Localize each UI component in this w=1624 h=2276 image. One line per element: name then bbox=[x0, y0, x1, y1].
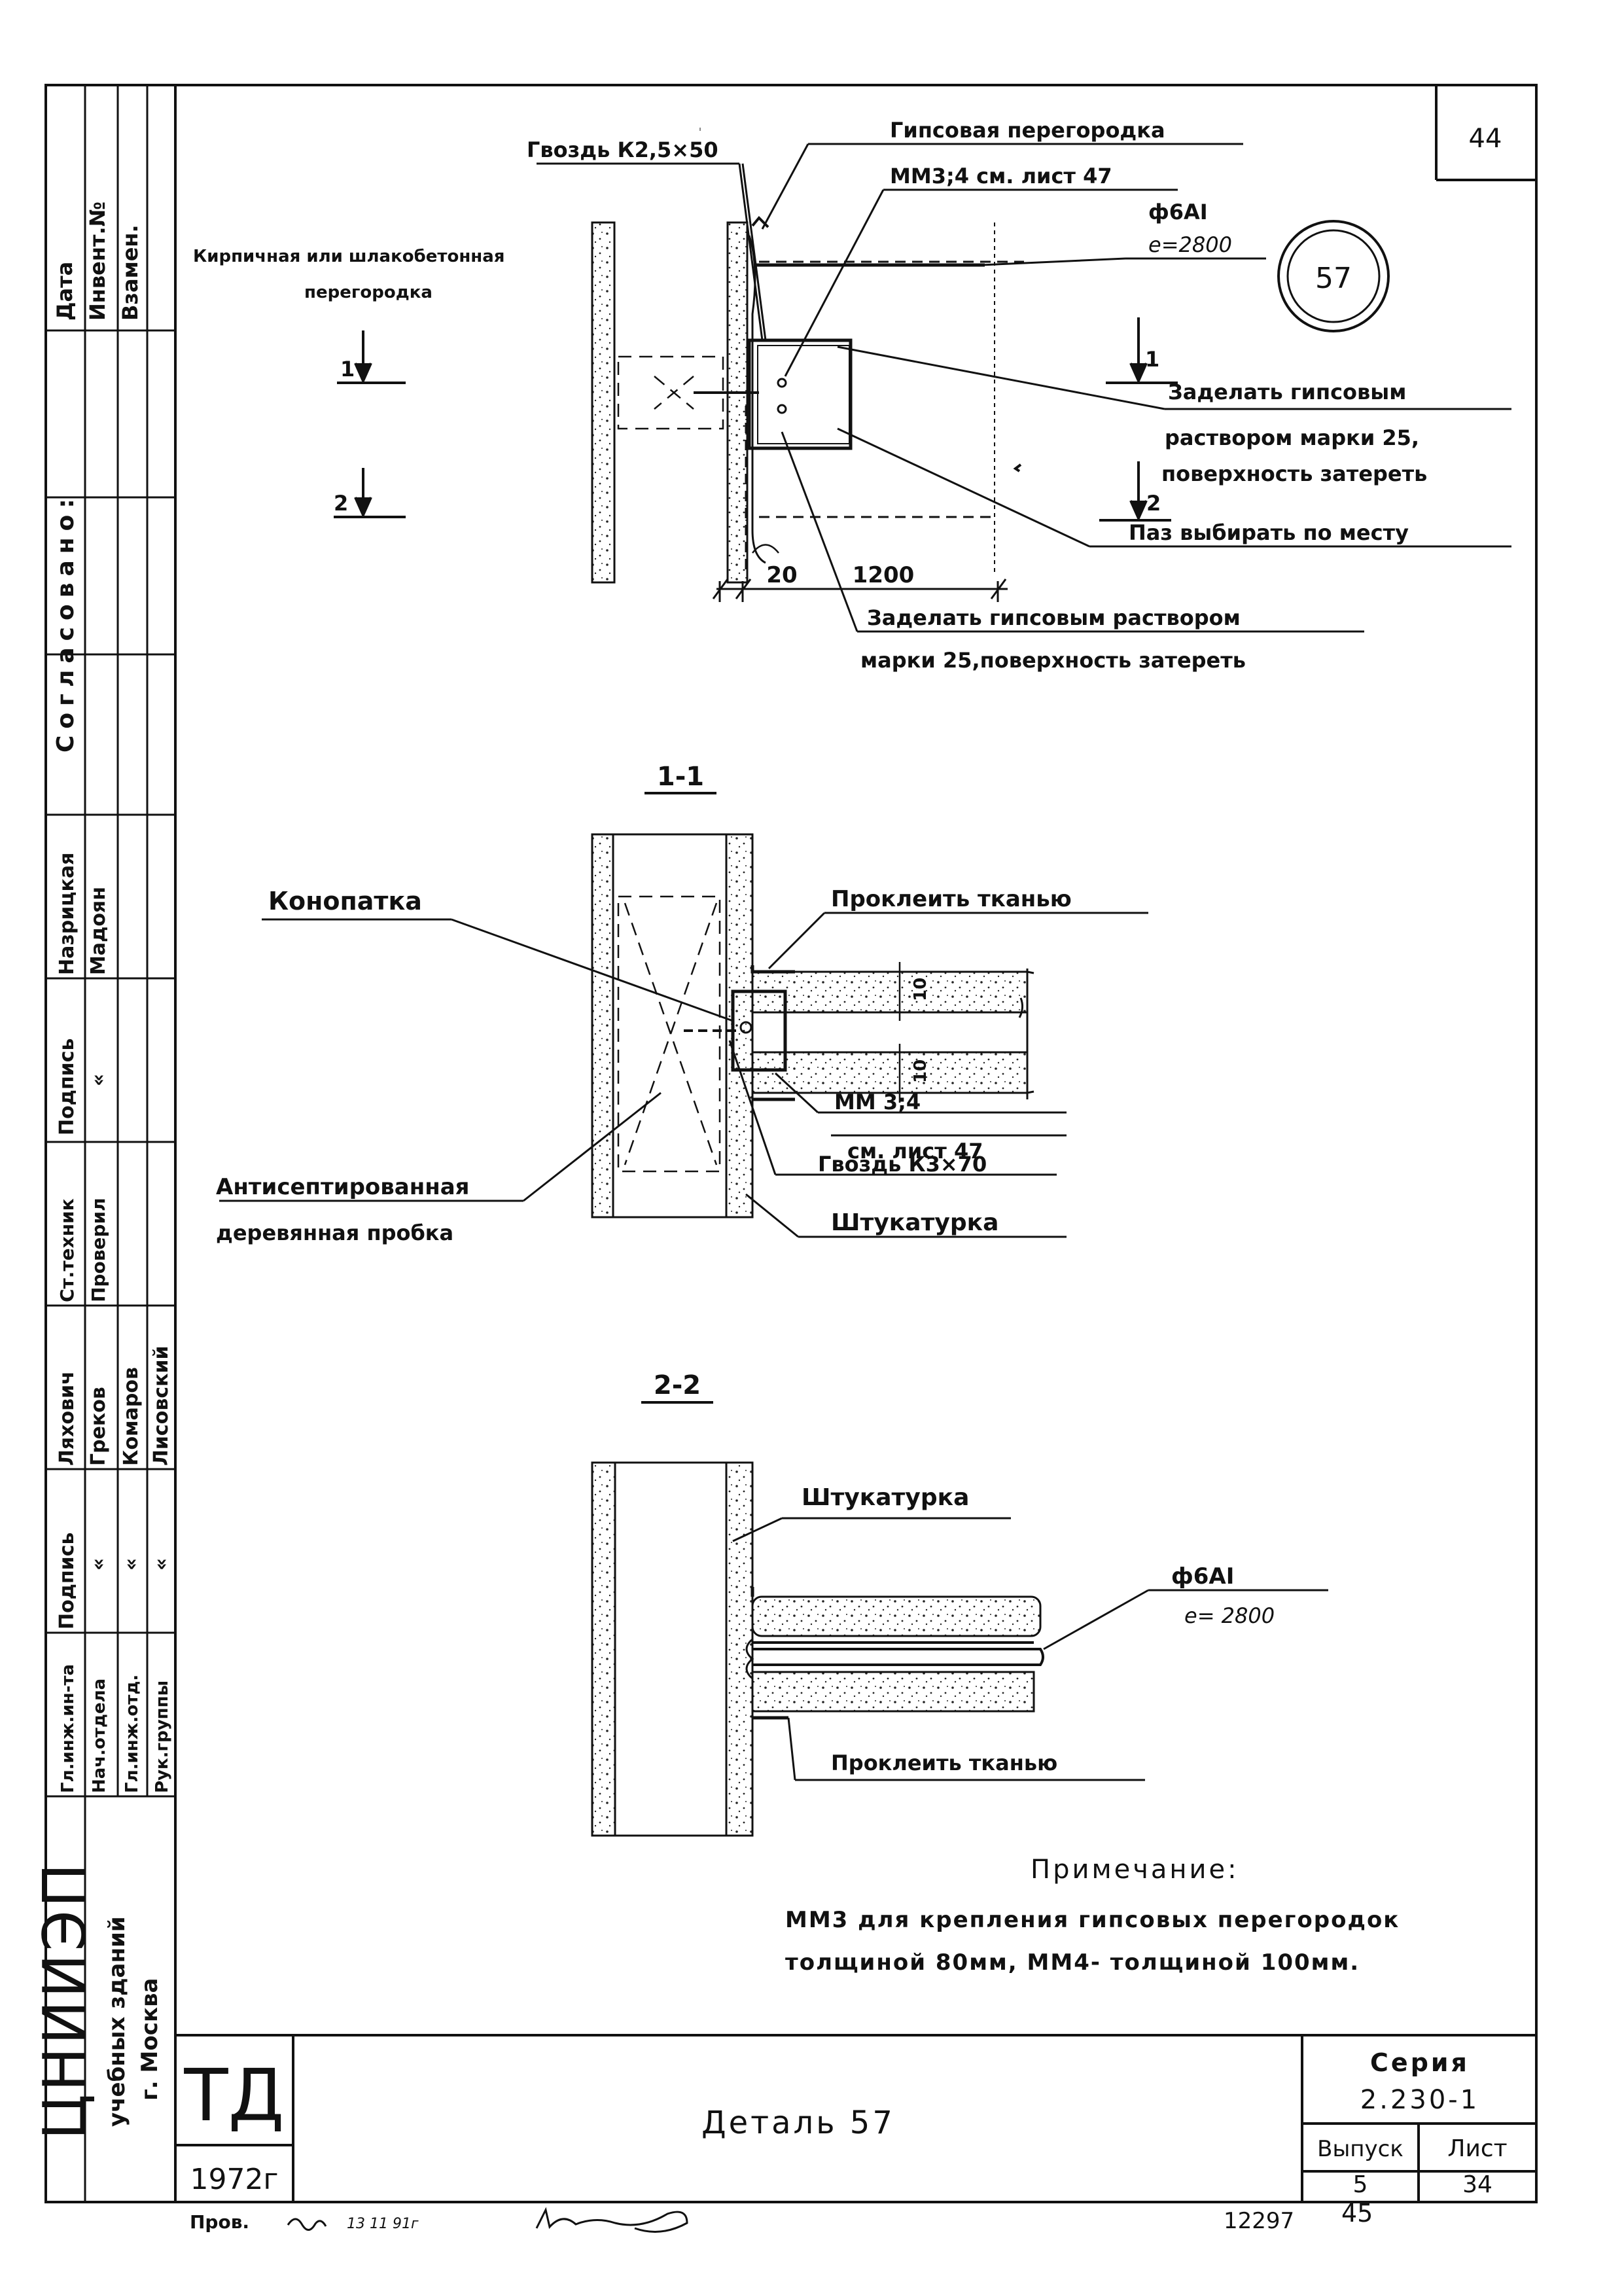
checker-signature-2 bbox=[535, 2207, 688, 2233]
label-mm: ММ3;4 см. лист 47 bbox=[890, 164, 1112, 188]
note-line-1: ММ3 для крепления гипсовых перегородок bbox=[785, 1907, 1400, 1933]
label-mm-1: ММ 3;4 bbox=[834, 1090, 921, 1114]
dim-1200: 1200 bbox=[853, 562, 915, 588]
sheet-label: Лист bbox=[1447, 2135, 1507, 2162]
signature-label-top: Подпись bbox=[56, 1039, 79, 1135]
sheet-number: 44 bbox=[1469, 124, 1502, 154]
role-3: Гл.инж.отд. bbox=[122, 1675, 142, 1793]
mid-role-1: Ст.техник bbox=[56, 1198, 78, 1302]
note-line-2: толщиной 80мм, ММ4- толщиной 100мм. bbox=[785, 1949, 1360, 1976]
label-ref-1: см. лист 47 bbox=[847, 1139, 983, 1164]
name-left-3: Комаров bbox=[120, 1367, 143, 1466]
label-fill-2: раствором марки 25, bbox=[1165, 425, 1419, 450]
dim-10-a: 10 bbox=[911, 978, 930, 1001]
label-plaster-1: Штукатурка bbox=[831, 1209, 998, 1236]
series-value: 2.230-1 bbox=[1360, 2085, 1479, 2115]
section-1-1-title: 1-1 bbox=[657, 762, 704, 792]
mid-role-2: Проверил bbox=[88, 1198, 109, 1302]
mid-name-2: Мадоян bbox=[87, 887, 110, 975]
label-rebar-step: е=2800 bbox=[1148, 232, 1232, 257]
svg-text:57: 57 bbox=[1315, 262, 1352, 295]
issue-label: Выпуск bbox=[1317, 2136, 1403, 2162]
ditto-2: « bbox=[120, 1558, 143, 1571]
cut-2-right: 2 bbox=[1146, 491, 1161, 516]
checker-signature-1 bbox=[287, 2218, 327, 2231]
role-2: Нач.отдела bbox=[90, 1679, 109, 1793]
section-1-1: 1-1 10 10 bbox=[216, 762, 1148, 1245]
label-brick: Кирпичная или шлакобетонная bbox=[193, 247, 505, 266]
sheet-frame bbox=[44, 84, 1538, 2203]
series-label: Серия bbox=[1370, 2048, 1470, 2077]
left-strip-grid bbox=[46, 85, 175, 2202]
section-2-2-title: 2-2 bbox=[654, 1370, 701, 1400]
label-fill-b2: марки 25,поверхность затереть bbox=[860, 648, 1246, 673]
inventory-label: Инвент.№ bbox=[85, 202, 110, 321]
agreed-label: Согласовано: bbox=[52, 492, 79, 753]
detail-title: Деталь 57 bbox=[701, 2105, 895, 2141]
archive-number: 12297 bbox=[1224, 2208, 1294, 2234]
cut-1-left: 1 bbox=[340, 357, 355, 382]
dim-10-b: 10 bbox=[911, 1059, 930, 1083]
label-rebar-step-2: е= 2800 bbox=[1184, 1603, 1275, 1628]
label-glue-2: Проклеить тканью bbox=[831, 1751, 1057, 1775]
org-sub: учебных зданий bbox=[104, 1916, 130, 2127]
ditto-mid: « bbox=[87, 1074, 110, 1086]
mid-name-1: Назрицкая bbox=[56, 853, 79, 975]
label-nail: Гвоздь К2,5×50 bbox=[527, 137, 718, 162]
label-rebar: ф6АI bbox=[1148, 200, 1208, 224]
year: 1972г bbox=[190, 2163, 278, 2196]
org-name: ЦНИИЭП bbox=[31, 1860, 99, 2140]
date-label: Дата bbox=[52, 262, 77, 321]
check-note: 13 11 91г bbox=[347, 2216, 419, 2232]
dim-20: 20 bbox=[766, 562, 797, 588]
logo-td: ТД bbox=[183, 2054, 284, 2137]
cut-2-left: 2 bbox=[334, 491, 348, 516]
label-groove: Паз выбирать по месту bbox=[1129, 520, 1409, 545]
left-strip-texts: Дата Инвент.№ Взамен. Согласовано: Назри… bbox=[31, 202, 173, 2140]
label-glue: Проклеить тканью bbox=[831, 886, 1072, 912]
replaces-label: Взамен. bbox=[118, 224, 143, 321]
issue-value: 5 bbox=[1353, 2171, 1368, 2198]
note-heading: Примечание: bbox=[1031, 1855, 1239, 1885]
role-1: Гл.инж.ин-та bbox=[58, 1664, 78, 1793]
org-city: г. Москва bbox=[137, 1978, 163, 2101]
sheet-value: 34 bbox=[1462, 2171, 1492, 2198]
name-left-1: Ляхович bbox=[56, 1371, 79, 1466]
label-fill-1: Заделать гипсовым bbox=[1168, 380, 1406, 404]
ditto-3: « bbox=[150, 1558, 173, 1571]
plan-view: 20 1200 1 2 1 2 bbox=[193, 118, 1511, 673]
ditto-1: « bbox=[87, 1558, 110, 1571]
label-brick2: перегородка bbox=[304, 283, 432, 302]
detail-mark: 57 bbox=[1277, 220, 1390, 332]
name-left-4: Лисовский bbox=[150, 1345, 173, 1466]
label-plaster-2: Штукатурка bbox=[802, 1484, 969, 1511]
label-wood-2: деревянная пробка bbox=[216, 1220, 453, 1245]
section-2-2: 2-2 Штукатурка ф6АI е= 2800 Проклеить тк… bbox=[591, 1370, 1328, 1837]
signature-label-bottom: Подпись bbox=[56, 1533, 79, 1629]
bottom-page: 45 bbox=[1341, 2199, 1373, 2228]
name-left-2: Греков bbox=[87, 1387, 110, 1466]
role-4: Рук.группы bbox=[152, 1680, 172, 1793]
label-gypsum: Гипсовая перегородка bbox=[890, 118, 1165, 143]
label-fill-b1: Заделать гипсовым раствором bbox=[867, 605, 1241, 630]
label-nail-1: Гвоздь К3×70 bbox=[818, 1152, 987, 1177]
label-fill-3: поверхность затереть bbox=[1161, 461, 1427, 486]
label-wood-1: Антисептированная bbox=[216, 1174, 469, 1200]
cut-1-right: 1 bbox=[1145, 347, 1159, 372]
check-label: Пров. bbox=[190, 2211, 249, 2233]
label-caulk: Конопатка bbox=[268, 887, 422, 916]
label-rebar-2: ф6АI bbox=[1171, 1563, 1234, 1590]
note: Примечание: ММ3 для крепления гипсовых п… bbox=[785, 1855, 1400, 1976]
